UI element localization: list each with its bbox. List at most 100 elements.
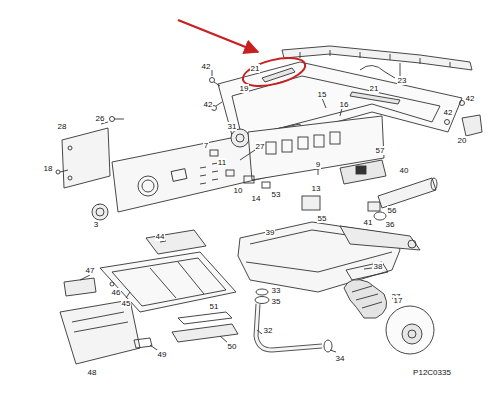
part-outline bbox=[138, 176, 158, 196]
callout-number: 56 bbox=[387, 206, 398, 215]
callout-number: 26 bbox=[95, 114, 106, 123]
callout-number: 41 bbox=[363, 218, 374, 227]
part-outline bbox=[62, 128, 110, 188]
callout-number: 18 bbox=[43, 164, 54, 173]
part-outline bbox=[146, 230, 206, 254]
part-outline bbox=[262, 182, 270, 188]
parts bbox=[56, 46, 482, 364]
part-outline bbox=[256, 304, 322, 350]
callout-number: 10 bbox=[233, 186, 244, 195]
part-outline bbox=[340, 226, 420, 250]
callout-number: 42 bbox=[443, 108, 454, 117]
part-outline bbox=[256, 304, 322, 350]
callout-number: 32 bbox=[263, 326, 274, 335]
part-outline bbox=[302, 196, 320, 210]
callout-number: 33 bbox=[271, 286, 282, 295]
callout-number: 53 bbox=[271, 190, 282, 199]
part-outline bbox=[178, 20, 258, 52]
callout-number: 3 bbox=[93, 220, 99, 229]
part-outline bbox=[356, 166, 366, 174]
callout-number: 40 bbox=[399, 166, 410, 175]
part-outline bbox=[431, 178, 437, 190]
callout-number: 20 bbox=[457, 136, 468, 145]
callout-number: 28 bbox=[57, 122, 68, 131]
part-outline bbox=[72, 312, 128, 332]
part-outline bbox=[142, 180, 154, 192]
callout-number: 14 bbox=[251, 194, 262, 203]
part-outline bbox=[300, 50, 450, 67]
highlight bbox=[178, 20, 308, 91]
callout-number: 45 bbox=[121, 299, 132, 308]
part-outline bbox=[171, 169, 187, 182]
part-outline bbox=[134, 338, 152, 348]
part-outline bbox=[462, 115, 482, 136]
part-outline bbox=[216, 102, 222, 106]
callout-number: 27 bbox=[255, 142, 266, 151]
callout-number: 19 bbox=[239, 84, 250, 93]
callout-number: 49 bbox=[157, 350, 168, 359]
part-outline bbox=[200, 163, 218, 184]
part-outline bbox=[92, 204, 108, 220]
callout-number: 46 bbox=[111, 288, 122, 297]
callout-number: 50 bbox=[227, 342, 238, 351]
part-outline bbox=[248, 116, 384, 180]
part-outline bbox=[68, 146, 72, 150]
callout-number: 48 bbox=[87, 368, 98, 377]
part-outline bbox=[408, 240, 416, 248]
part-outline bbox=[214, 82, 220, 86]
part-outline bbox=[246, 252, 392, 272]
callout-number: 42 bbox=[203, 100, 214, 109]
callout-number: 15 bbox=[317, 90, 328, 99]
part-outline bbox=[56, 170, 60, 174]
part-outline bbox=[445, 120, 450, 125]
part-outline bbox=[240, 53, 308, 92]
callout-number: 7 bbox=[203, 141, 209, 150]
part-outline bbox=[80, 63, 400, 352]
part-outline bbox=[110, 282, 114, 286]
callout-number: 13 bbox=[311, 184, 322, 193]
part-outline bbox=[100, 252, 236, 312]
part-outline bbox=[244, 176, 254, 183]
callout-number: 21 bbox=[369, 84, 380, 93]
drawing-code: P12C0335 bbox=[412, 368, 452, 377]
part-outline bbox=[346, 262, 388, 280]
part-outline bbox=[60, 300, 140, 364]
part-outline bbox=[314, 135, 324, 147]
part-outline bbox=[178, 312, 232, 324]
callout-number: 51 bbox=[209, 302, 220, 311]
part-outline bbox=[150, 262, 204, 298]
part-outline bbox=[210, 150, 218, 156]
part-outline bbox=[210, 78, 215, 83]
part-outline bbox=[408, 330, 416, 338]
part-outline bbox=[68, 176, 72, 180]
part-outline bbox=[330, 132, 340, 144]
part-outline bbox=[64, 278, 96, 296]
callout-number: 42 bbox=[465, 94, 476, 103]
callout-number: 47 bbox=[85, 266, 96, 275]
part-outline bbox=[298, 137, 308, 149]
callout-number: 55 bbox=[317, 214, 328, 223]
part-outline bbox=[226, 170, 234, 176]
part-outline bbox=[282, 140, 292, 152]
part-outline bbox=[340, 160, 386, 184]
part-outline bbox=[266, 142, 276, 154]
callout-number: 11 bbox=[217, 158, 227, 167]
part-outline bbox=[96, 208, 104, 216]
callout-number: 35 bbox=[271, 297, 282, 306]
callout-number: 16 bbox=[339, 100, 350, 109]
part-outline bbox=[402, 324, 422, 344]
callout-number: 21 bbox=[250, 64, 261, 73]
callout-number: 38 bbox=[373, 262, 384, 271]
callout-number: 31 bbox=[227, 122, 238, 131]
part-outline bbox=[352, 286, 382, 308]
part-outline bbox=[378, 178, 436, 208]
callout-number: 9 bbox=[315, 160, 321, 169]
part-outline bbox=[368, 202, 380, 211]
callout-number: 17 bbox=[393, 296, 404, 305]
part-outline bbox=[255, 297, 269, 304]
part-outline bbox=[236, 134, 244, 142]
part-outline bbox=[110, 117, 115, 122]
callout-number: 39 bbox=[265, 228, 276, 237]
part-outline bbox=[344, 280, 387, 318]
